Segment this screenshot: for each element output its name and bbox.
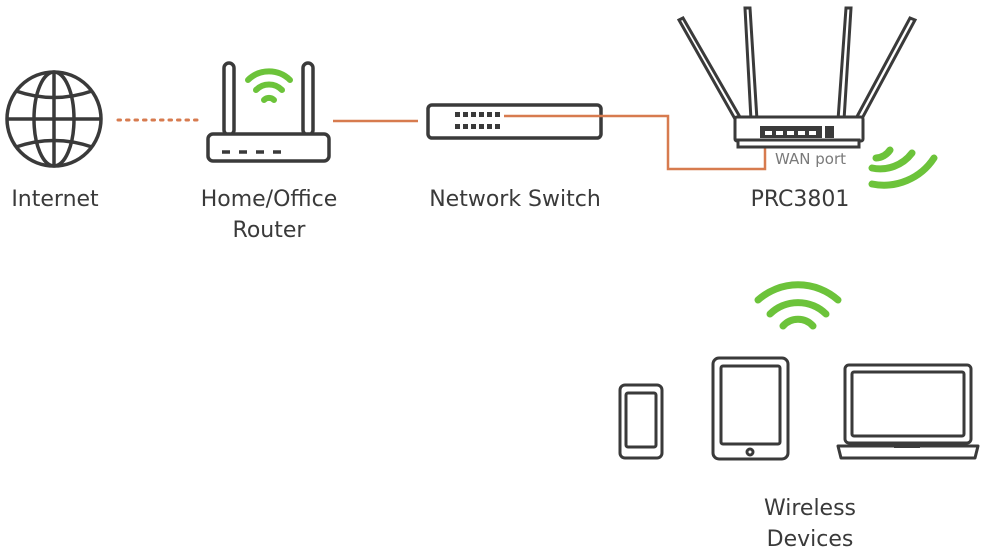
router-wifi-icon [245,68,293,103]
prc3801-router-icon [676,6,918,149]
laptop-icon [836,363,980,460]
prc3801-ports [760,126,834,138]
switch-ports [455,112,500,129]
network-switch-icon [426,103,603,140]
wan-port-label: WAN port [775,150,847,168]
wireless-devices-label: Wireless Devices [763,496,857,552]
prc3801-wifi-icon [868,146,938,189]
router-icon [206,61,331,163]
router-label: Home/Office Router [200,187,338,243]
internet-label: Internet [11,187,99,212]
switch-wan-link [504,114,767,171]
prc3801-label: PRC3801 [750,187,850,212]
devices-wifi-icon [754,281,842,330]
switch-label: Network Switch [429,187,601,212]
tablet-icon [711,356,790,461]
smartphone-icon [618,383,664,460]
globe-icon [5,70,103,168]
